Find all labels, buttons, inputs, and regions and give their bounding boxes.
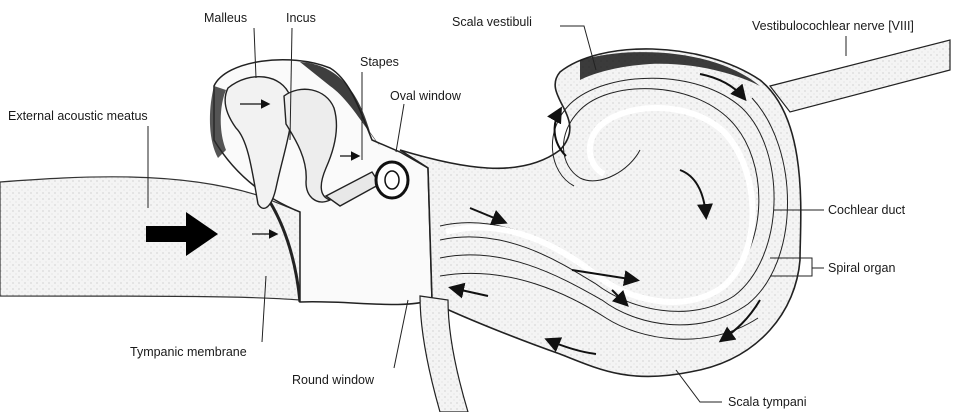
- round-window-leader: [394, 300, 408, 368]
- vestibulocochlear-nerve-shape: [770, 40, 950, 112]
- label-scala-vestibuli: Scala vestibuli: [452, 15, 532, 29]
- label-external-acoustic-meatus: External acoustic meatus: [8, 109, 148, 123]
- oval-window-inner: [385, 171, 399, 189]
- oval-window-leader: [396, 104, 404, 152]
- label-tympanic-membrane: Tympanic membrane: [130, 345, 247, 359]
- label-cochlear-duct: Cochlear duct: [828, 203, 906, 217]
- scala-tympani-leader: [676, 370, 722, 402]
- label-scala-tympani: Scala tympani: [728, 395, 807, 409]
- label-stapes: Stapes: [360, 55, 399, 69]
- label-spiral-organ: Spiral organ: [828, 261, 895, 275]
- label-malleus: Malleus: [204, 11, 247, 25]
- label-round-window: Round window: [292, 373, 375, 387]
- label-oval-window: Oval window: [390, 89, 462, 103]
- label-vestibulocochlear-nerve: Vestibulocochlear nerve [VIII]: [752, 19, 914, 33]
- label-incus: Incus: [286, 11, 316, 25]
